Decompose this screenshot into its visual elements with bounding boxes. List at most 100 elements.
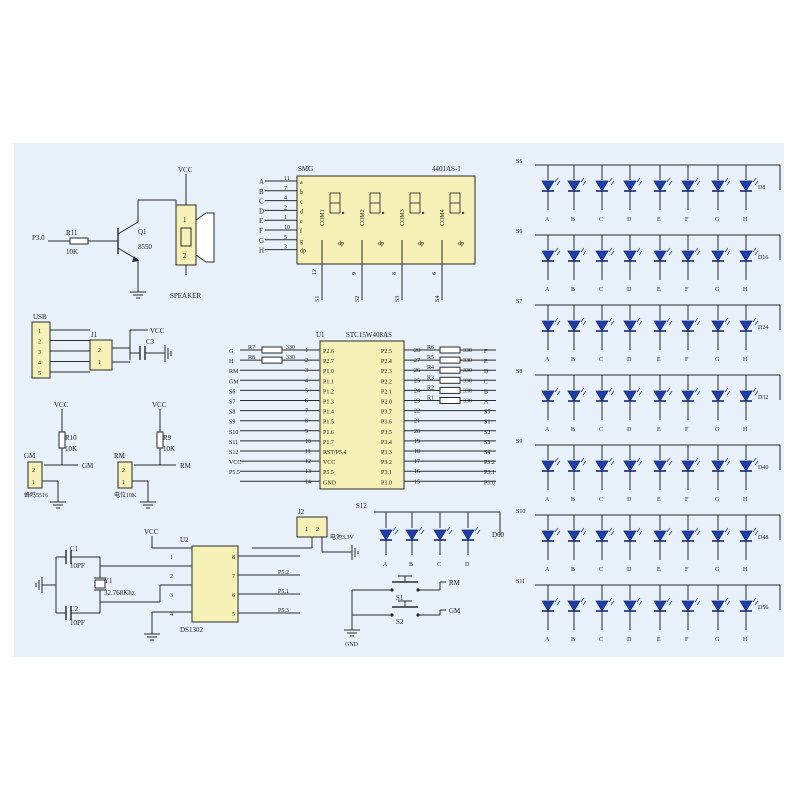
mcu-right-net: A — [484, 400, 489, 406]
mcu-right-res-label: R3 — [427, 375, 434, 381]
mcu-left-pin-number: 2 — [305, 358, 308, 364]
led-diode — [567, 527, 587, 542]
smg-pin-number: 1 — [284, 215, 287, 221]
c1-label: C1 — [70, 545, 79, 553]
mcu-left-pin-name: P1.1 — [323, 379, 334, 385]
pot-res-value: 10K — [163, 445, 175, 453]
matrix-col-label: A — [545, 427, 550, 433]
q1-label: Q1 — [138, 228, 147, 236]
j1-connector — [89, 339, 113, 371]
mcu-left-net: G — [229, 349, 234, 355]
mcu-ref: U1 — [316, 331, 325, 339]
usb-pin-number: 5 — [38, 371, 41, 377]
led-diode — [739, 457, 759, 472]
mcu-right-pin-number: 23 — [414, 399, 420, 405]
matrix-col-label: B — [571, 637, 575, 643]
pot-pin: 2 — [32, 468, 35, 474]
j2-block: J2 1 2 电池3.3V — [252, 508, 359, 560]
seven-seg-digit: COM2 dp — [360, 192, 385, 247]
matrix-col-label: F — [685, 287, 689, 293]
mcu-left-net: S8 — [229, 410, 235, 416]
mcu-left-pin-name: RST/P5.4 — [323, 450, 347, 456]
rtc-left-pin-number: 2 — [170, 574, 173, 580]
smg-com-label: COM2 — [360, 209, 366, 226]
speaker-label: SPEAKER — [170, 292, 201, 300]
matrix-col-label: A — [545, 357, 550, 363]
rtc-vcc: VCC — [144, 528, 159, 536]
s1-label: S1 — [396, 594, 404, 602]
mcu-left-net: S12 — [229, 450, 238, 456]
pot-connector — [117, 461, 133, 489]
mcu-right-resistor — [439, 346, 461, 354]
mcu-right-pin-number: 18 — [414, 449, 420, 455]
usb-pin-number: 3 — [38, 350, 41, 356]
matrix-col-label: B — [571, 497, 575, 503]
pot-net-label: GM — [82, 462, 94, 470]
smg-pin-number: 7 — [284, 186, 287, 192]
mcu-left-pin-number: 3 — [305, 368, 308, 374]
smg-com-signal: S1 — [315, 296, 321, 302]
led-diode — [623, 317, 643, 332]
mcu-right-res-label: R5 — [427, 355, 434, 361]
mcu-right-net: P3.2 — [484, 460, 495, 466]
matrix-col-label: H — [743, 287, 748, 293]
mcu-right-pin-number: 26 — [414, 368, 420, 374]
matrix-col-label: F — [685, 567, 689, 573]
mcu-right-net: C — [484, 379, 488, 385]
j2-pin-1: 1 — [305, 527, 308, 533]
speaker-pin-1: 1 — [183, 216, 187, 224]
matrix-col-label: H — [743, 497, 748, 503]
matrix-col-label: F — [685, 357, 689, 363]
c2-value: 10PF — [70, 619, 85, 627]
speaker-coil — [180, 227, 192, 247]
usb-pin-number: 2 — [38, 340, 41, 346]
mcu-right-res-label: R6 — [427, 345, 434, 351]
mcu-left-pin-number: 10 — [305, 439, 311, 445]
matrix-col-label: E — [657, 357, 661, 363]
q1-value: 8550 — [138, 243, 153, 251]
led-diode — [653, 527, 673, 542]
mcu-right-pin-name: P2.1 — [381, 389, 392, 395]
mcu-left-net: P5.5 — [229, 470, 240, 476]
mcu-part: STC15W408AS — [346, 331, 392, 339]
matrix-col-label: B — [571, 357, 575, 363]
c1-value: 10PF — [70, 562, 85, 570]
speaker-pin-2: 2 — [183, 252, 187, 260]
matrix-col-label: H — [743, 427, 748, 433]
matrix-col-label: D — [627, 217, 632, 223]
matrix-row-diode-label: D40 — [758, 465, 768, 471]
mcu-right-pin-number: 17 — [414, 459, 420, 465]
mcu-right-res-value: 330 — [463, 348, 472, 354]
j2-connector — [296, 516, 328, 538]
mcu-right-pin-number: 21 — [414, 419, 420, 425]
matrix-col-label: A — [545, 567, 550, 573]
matrix-col-label: A — [545, 637, 550, 643]
p30-label: P3.0 — [32, 234, 45, 242]
r11-resistor — [69, 237, 89, 245]
smg-pin-number: 5 — [284, 235, 287, 241]
mcu-right-pin-number: 19 — [414, 439, 420, 445]
rtc-ref: U2 — [180, 536, 189, 544]
smg-seg-inner-label: b — [300, 190, 303, 196]
mcu-left-pin-number: 6 — [305, 399, 308, 405]
smg-com-pin: 12 — [312, 269, 318, 275]
matrix-col-label: F — [685, 217, 689, 223]
led-diode — [541, 387, 561, 402]
mcu-left-resistor — [261, 346, 283, 354]
matrix-col-label: B — [571, 217, 575, 223]
mcu-left-net: RM — [229, 369, 239, 375]
rtc-right-pin-number: 5 — [232, 612, 235, 618]
mcu-right-net: P3.0 — [484, 480, 495, 486]
mcu-left-pin-name: VCC — [323, 460, 335, 466]
smg-dp-label: dp — [378, 241, 384, 247]
smg-com-signal: S2 — [355, 296, 361, 302]
usb-pin-number: 4 — [38, 361, 41, 367]
s12-col-label: C — [437, 562, 441, 568]
